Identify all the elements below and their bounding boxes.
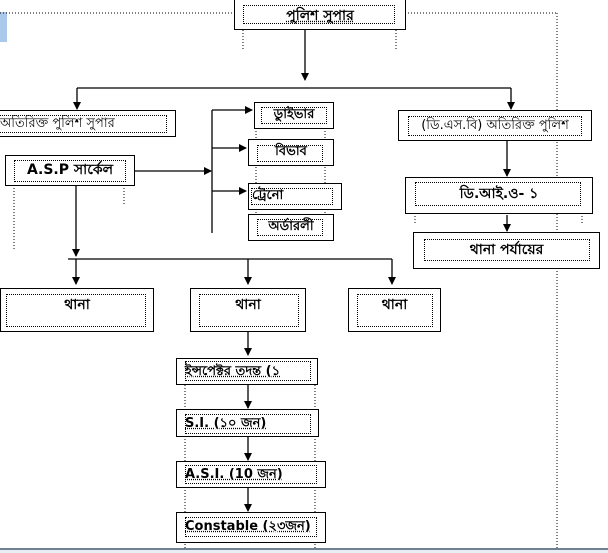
node-thana-left[interactable]: থানা (0, 288, 154, 332)
node-dio1-label: ডি.আই.ও- ১ (459, 186, 539, 202)
node-inspector-label: ইন্সপেক্টর তদন্ত (১ (185, 364, 281, 379)
node-sp[interactable]: পুলিশ সুপার (234, 0, 406, 30)
node-inspector[interactable]: ইন্সপেক্টর তদন্ত (১ (176, 358, 318, 385)
node-thana-left-label: থানা (64, 297, 90, 313)
scroll-area (0, 550, 608, 553)
node-dept-bibhab-label: বিভাব (275, 144, 307, 159)
node-constable[interactable]: Constable (২৩জন) (176, 512, 326, 543)
node-thana-center-label: থানা (235, 297, 261, 313)
node-addl-sp-left-label: অতিরিক্ত পুলিশ সুপার (0, 116, 115, 131)
node-dept-driver[interactable]: ডুাইভার (254, 102, 334, 129)
selection-marker (0, 12, 7, 42)
node-asp-circle-label: A.S.P সার্কেল (26, 162, 114, 178)
node-si-label: S.I. (১০ জন) (185, 416, 267, 431)
node-dio1[interactable]: ডি.আই.ও- ১ (405, 177, 593, 214)
node-asi-label: A.S.I. (10 জন) (185, 467, 283, 482)
node-thana-level-label: থানা পর্যায়ের (469, 242, 544, 258)
node-dsb-addl[interactable]: (ডি.এস.বি) অতিরিক্ত পুলিশ (398, 110, 592, 141)
node-dept-steno[interactable]: ট্রেনো (248, 183, 342, 210)
node-asp-circle[interactable]: A.S.P সার্কেল (5, 155, 135, 186)
node-addl-sp-left[interactable]: অতিরিক্ত পুলিশ সুপার (0, 110, 176, 137)
node-thana-right[interactable]: থানা (348, 288, 441, 332)
node-dept-steno-label: ট্রেনো (252, 188, 284, 203)
node-constable-label: Constable (২৩জন) (185, 519, 311, 534)
node-thana-right-label: থানা (381, 297, 408, 313)
node-thana-level[interactable]: থানা পর্যায়ের (413, 232, 600, 269)
node-dept-orderly[interactable]: অর্ডারলী (248, 214, 334, 241)
node-dept-driver-label: ডুাইভার (273, 107, 315, 122)
node-asi[interactable]: A.S.I. (10 জন) (176, 461, 326, 488)
node-sp-label: পুলিশ সুপার (286, 8, 354, 24)
node-dept-orderly-label: অর্ডারলী (268, 219, 314, 234)
node-dept-bibhab[interactable]: বিভাব (248, 139, 334, 166)
node-si[interactable]: S.I. (১০ জন) (176, 409, 319, 437)
page-bottom-border (0, 548, 608, 550)
node-dsb-addl-label: (ডি.এস.বি) অতিরিক্ত পুলিশ (421, 118, 569, 133)
node-thana-center[interactable]: থানা (190, 288, 306, 332)
